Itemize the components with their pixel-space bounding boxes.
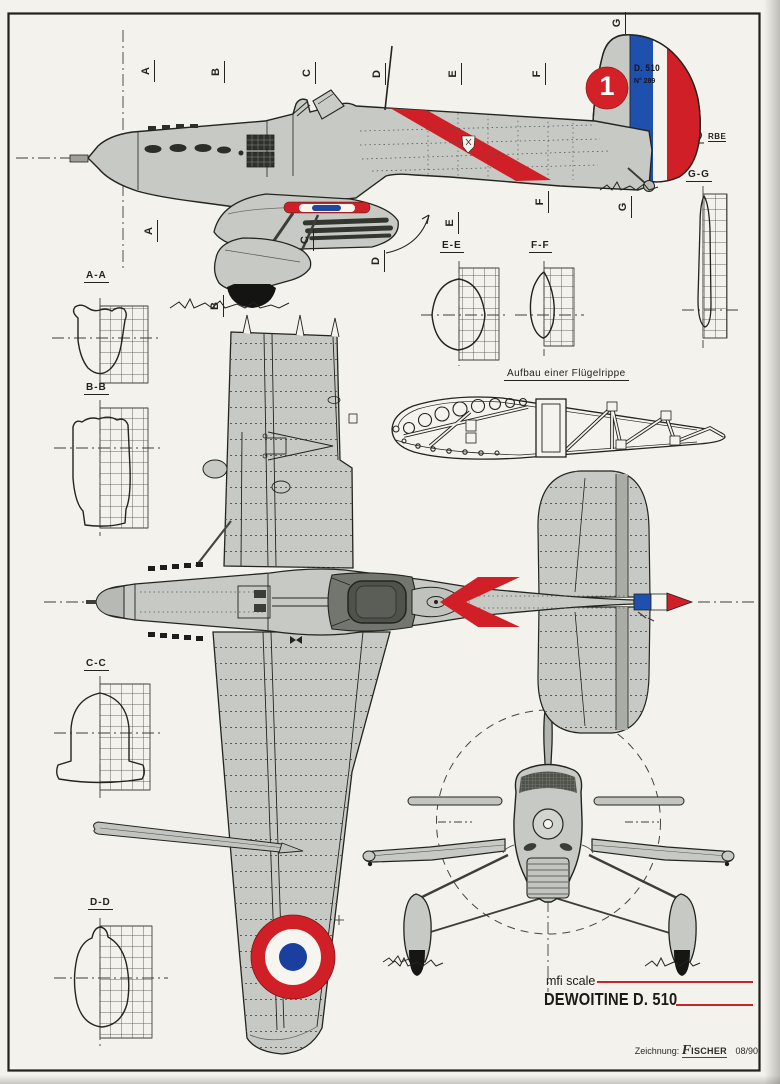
section-d-d xyxy=(54,918,168,1046)
tail-serial: N° 289 xyxy=(634,76,656,85)
credit-date: 08/90 xyxy=(735,1046,758,1056)
scan-edge-right xyxy=(764,0,780,1084)
upper-wing-plan xyxy=(195,314,358,569)
station-marker-f-top: F xyxy=(530,63,546,85)
title-rule-bottom xyxy=(676,1004,753,1007)
wing-rib-diagram xyxy=(391,396,726,460)
ground-line xyxy=(387,956,444,967)
station-marker-b-top: B xyxy=(209,61,225,83)
station-marker-d-top: D xyxy=(370,63,386,85)
wheel-spats-front xyxy=(403,893,697,976)
station-marker-a-bottom: A xyxy=(142,220,158,242)
prop-shaft xyxy=(69,154,89,163)
flap-bars xyxy=(302,217,394,241)
section-g-g xyxy=(682,186,738,348)
section-a-a xyxy=(52,298,162,388)
drawing-credit: Zeichnung: FISCHER 08/90 xyxy=(540,1043,758,1059)
tail-number-disc xyxy=(585,66,629,110)
antenna-mast xyxy=(384,45,393,111)
scale-label: mfi scale xyxy=(546,974,596,988)
ground-line xyxy=(599,180,659,191)
wing-roundel xyxy=(250,914,336,1000)
band-emblem xyxy=(461,135,476,154)
plan-view xyxy=(44,314,756,1055)
cockpit-plan xyxy=(327,572,465,632)
cross-sections xyxy=(52,142,738,1046)
section-title-gg: G-G xyxy=(686,169,712,182)
tail-number: 1 xyxy=(599,71,615,101)
fuselage-chevron xyxy=(440,577,520,627)
wings-front xyxy=(362,838,735,867)
page-title: DEWOITINE D. 510 xyxy=(544,989,678,1009)
landing-gear-side xyxy=(213,212,320,308)
cowl-fasteners-plan xyxy=(148,562,203,641)
break-marks xyxy=(242,314,340,338)
station-marker-c-bottom: C xyxy=(298,229,314,251)
rib-spar-box xyxy=(535,398,567,458)
wheel-side xyxy=(227,284,276,308)
lower-wing-plan xyxy=(212,631,391,1055)
wing-side-profile xyxy=(213,193,399,251)
credit-prefix: Zeichnung: xyxy=(634,1046,680,1056)
cowl-grilles xyxy=(246,134,275,168)
leading-edge-fairing xyxy=(202,459,228,479)
exhaust-ports xyxy=(144,124,244,156)
section-e-e xyxy=(421,261,506,366)
ground-line xyxy=(169,297,290,309)
landing-gear-front xyxy=(419,853,678,935)
wheel-spat-side xyxy=(213,237,312,292)
page-border xyxy=(7,12,761,1072)
title-rule-top xyxy=(597,981,753,984)
canopy-hood-open xyxy=(312,89,345,120)
windscreen xyxy=(292,100,311,117)
station-marker-e-top: E xyxy=(446,63,462,85)
strut-detail-piece xyxy=(93,821,304,854)
station-marker-e-bottom: E xyxy=(443,212,459,234)
station-marker-g-top: G xyxy=(610,12,626,34)
section-c-c xyxy=(54,676,164,798)
front-view xyxy=(362,680,735,992)
tail-cone-plan xyxy=(633,592,694,612)
propeller-arc xyxy=(436,709,661,935)
station-marker-f-bottom: F xyxy=(533,191,549,213)
section-title-ee: E-E xyxy=(440,240,464,253)
tailplane-front xyxy=(407,796,503,806)
side-roundel xyxy=(283,201,371,214)
section-title-bb: B-B xyxy=(84,382,109,395)
side-view xyxy=(16,30,702,309)
station-marker-g-bottom: G xyxy=(616,196,632,218)
section-title-dd: D-D xyxy=(88,897,113,910)
section-f-f xyxy=(515,261,584,356)
ground-line xyxy=(644,956,701,967)
section-title-ff: F-F xyxy=(529,240,552,253)
rib-diagram-caption: Aufbau einer Flügelrippe xyxy=(504,368,629,381)
station-marker-d-bottom: D xyxy=(369,250,385,272)
fuselage-side xyxy=(87,98,653,210)
credit-name: FISCHER xyxy=(681,1043,727,1058)
tail-type-code: D. 510 xyxy=(634,63,661,73)
station-marker-c-top: C xyxy=(300,62,316,84)
rotation-arrow xyxy=(385,214,430,254)
ref-label: RBE xyxy=(708,132,727,142)
station-marker-a-top: A xyxy=(139,60,155,82)
scan-edge-bottom xyxy=(0,1075,780,1084)
section-title-aa: A-A xyxy=(84,270,109,283)
station-marker-b-bottom: B xyxy=(208,295,224,317)
section-title-cc: C-C xyxy=(84,658,109,671)
section-b-b xyxy=(54,400,162,536)
ground-line xyxy=(382,955,410,963)
jack-point-marker xyxy=(290,636,302,644)
tailplane-plan xyxy=(537,470,651,734)
